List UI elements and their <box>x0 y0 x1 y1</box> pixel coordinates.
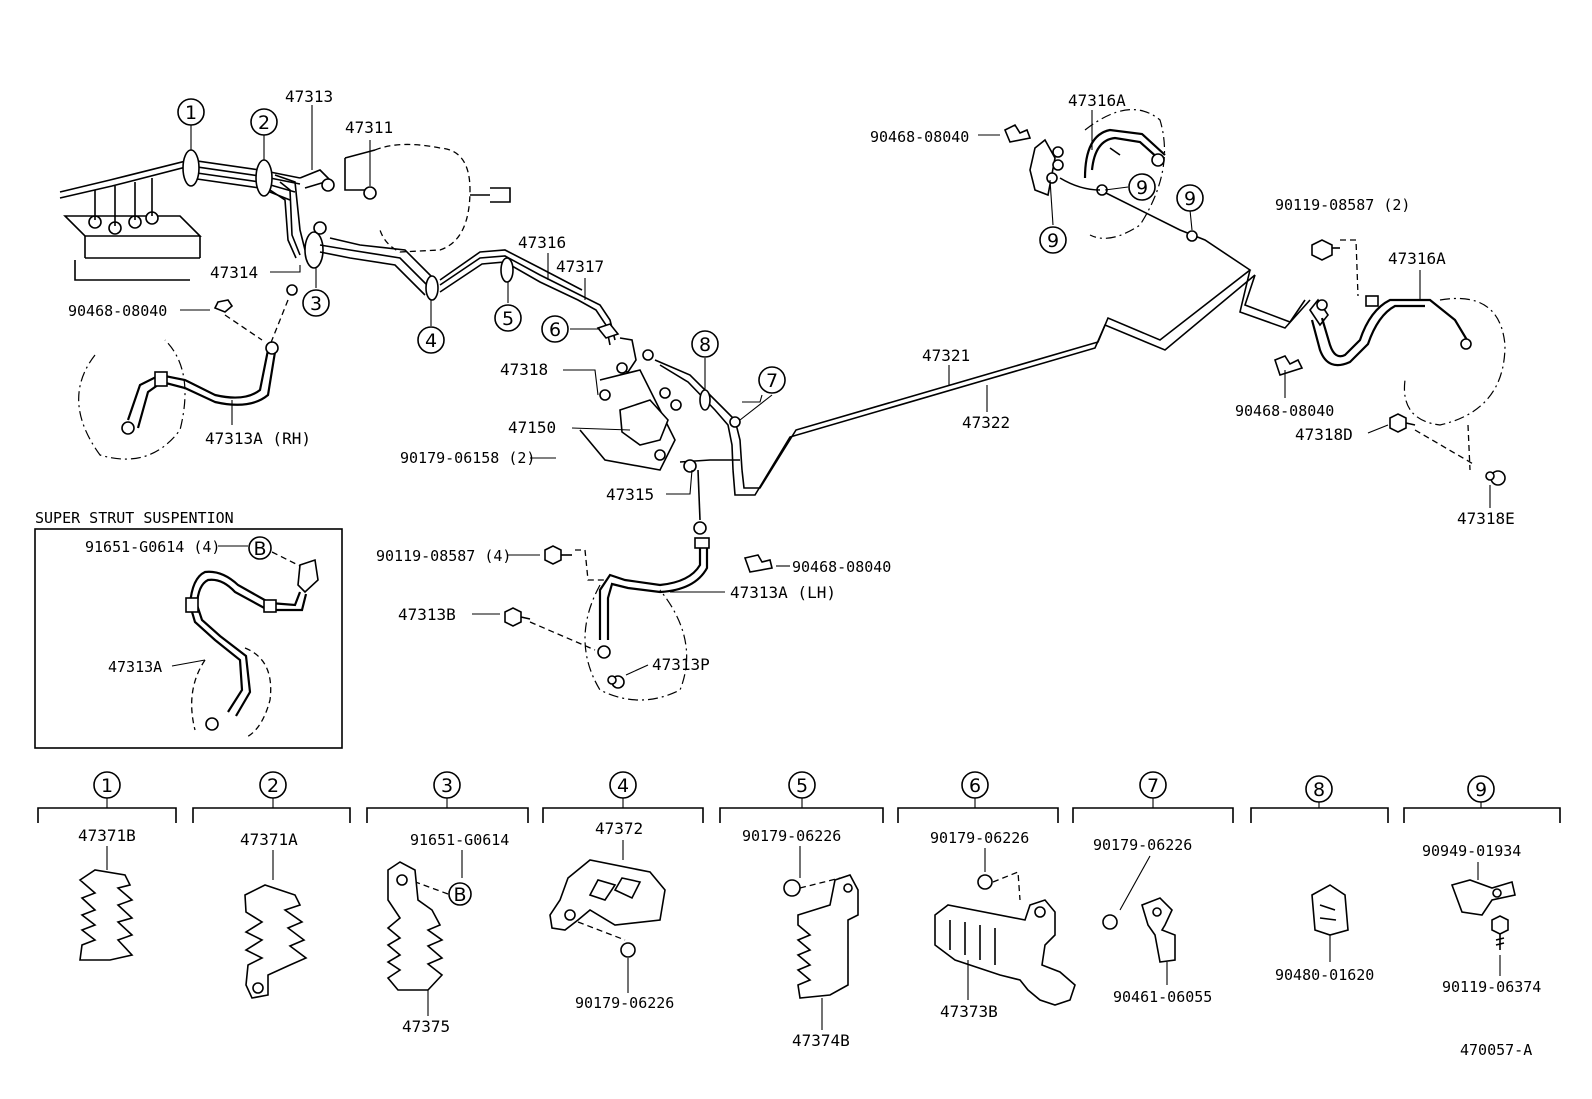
detail-label-47373B: 47373B <box>940 1002 998 1021</box>
callout-9c: 9 <box>1184 188 1196 210</box>
label-90119-08587-4: 90119-08587 (4) <box>376 547 511 565</box>
detail-callout-8: 8 <box>1313 779 1325 801</box>
label-47314: 47314 <box>210 263 258 282</box>
detail-label-90480-01620: 90480-01620 <box>1275 966 1374 984</box>
part-labels: 47313 47311 47314 90468-08040 47313A (RH… <box>68 87 1515 674</box>
callout-7: 7 <box>766 370 778 392</box>
callout-6: 6 <box>549 319 561 341</box>
detail-label-90461-06055: 90461-06055 <box>1113 988 1212 1006</box>
detail-label-90179-06226-7: 90179-06226 <box>1093 836 1192 854</box>
callout-9b: 9 <box>1136 177 1148 199</box>
detail-callout-7: 7 <box>1147 775 1159 797</box>
label-47313A-lh: 47313A (LH) <box>730 583 836 602</box>
callout-circles: 1 2 3 4 5 6 7 8 9 9 9 <box>177 98 1204 394</box>
master-cylinder-area <box>59 109 1506 535</box>
detail-callout-2: 2 <box>267 775 279 797</box>
detail-callout-5: 5 <box>796 775 808 797</box>
detail-label-47375: 47375 <box>402 1017 450 1036</box>
detail-label-90949-01934: 90949-01934 <box>1422 842 1521 860</box>
label-47318D: 47318D <box>1295 425 1353 444</box>
front-rh-hose <box>78 284 298 460</box>
leader-lines <box>180 105 1491 676</box>
label-47311: 47311 <box>345 118 393 137</box>
detail-label-90119-06374: 90119-06374 <box>1442 978 1541 996</box>
label-47318E: 47318E <box>1457 509 1515 528</box>
label-47318: 47318 <box>500 360 548 379</box>
label-90468-08040-rh: 90468-08040 <box>68 302 167 320</box>
label-47316: 47316 <box>518 233 566 252</box>
inset-label-91651: 91651-G0614 (4) <box>85 538 220 556</box>
detail-label-91651-G0614: 91651-G0614 <box>410 831 509 849</box>
label-47322: 47322 <box>962 413 1010 432</box>
callout-3: 3 <box>310 293 322 315</box>
callout-5: 5 <box>502 308 514 330</box>
label-47313B: 47313B <box>398 605 456 624</box>
callout-4: 4 <box>425 330 437 352</box>
diagram-id: 470057-A <box>1460 1041 1532 1059</box>
label-90468-08040-top: 90468-08040 <box>870 128 969 146</box>
inset-label-47313A: 47313A <box>108 658 162 676</box>
detail-label-90179-06226-5: 90179-06226 <box>742 827 841 845</box>
label-47150: 47150 <box>508 418 556 437</box>
detail-label-90179-06226-6: 90179-06226 <box>930 829 1029 847</box>
label-47313: 47313 <box>285 87 333 106</box>
detail-callout-B: B <box>453 884 466 906</box>
detail-callout-6: 6 <box>969 775 981 797</box>
inset-title: SUPER STRUT SUSPENTION <box>35 509 234 527</box>
detail-callout-1: 1 <box>101 775 113 797</box>
detail-label-47371B: 47371B <box>78 826 136 845</box>
callout-1: 1 <box>185 102 197 124</box>
inset-callout-B: B <box>253 538 266 560</box>
label-90468-08040-mid: 90468-08040 <box>792 558 891 576</box>
detail-label-47374B: 47374B <box>792 1031 850 1050</box>
label-47313A-rh: 47313A (RH) <box>205 429 311 448</box>
detail-callout-4: 4 <box>617 775 629 797</box>
super-strut-inset: SUPER STRUT SUSPENTION 91651-G0614 (4) B… <box>34 509 343 749</box>
label-47317: 47317 <box>556 257 604 276</box>
callout-9a: 9 <box>1047 230 1059 252</box>
detail-label-90179-06226-4: 90179-06226 <box>575 994 674 1012</box>
callout-2: 2 <box>258 112 270 134</box>
label-47316A-right: 47316A <box>1388 249 1446 268</box>
detail-callout-3: 3 <box>441 775 453 797</box>
label-47321: 47321 <box>922 346 970 365</box>
label-47315: 47315 <box>606 485 654 504</box>
detail-callout-9: 9 <box>1475 779 1487 801</box>
detail-label-47371A: 47371A <box>240 830 298 849</box>
label-90179-06158: 90179-06158 (2) <box>400 449 535 467</box>
label-90119-08587-2: 90119-08587 (2) <box>1275 196 1410 214</box>
label-90468-08040-right: 90468-08040 <box>1235 402 1334 420</box>
detail-label-47372: 47372 <box>595 819 643 838</box>
callout-8: 8 <box>699 334 711 356</box>
front-lh-hose <box>504 537 773 701</box>
label-47316A-top: 47316A <box>1068 91 1126 110</box>
clamp-details-row: 1 2 3 4 5 6 7 8 9 47371B 47371A 91651-G0… <box>37 771 1561 1050</box>
label-47313P: 47313P <box>652 655 710 674</box>
